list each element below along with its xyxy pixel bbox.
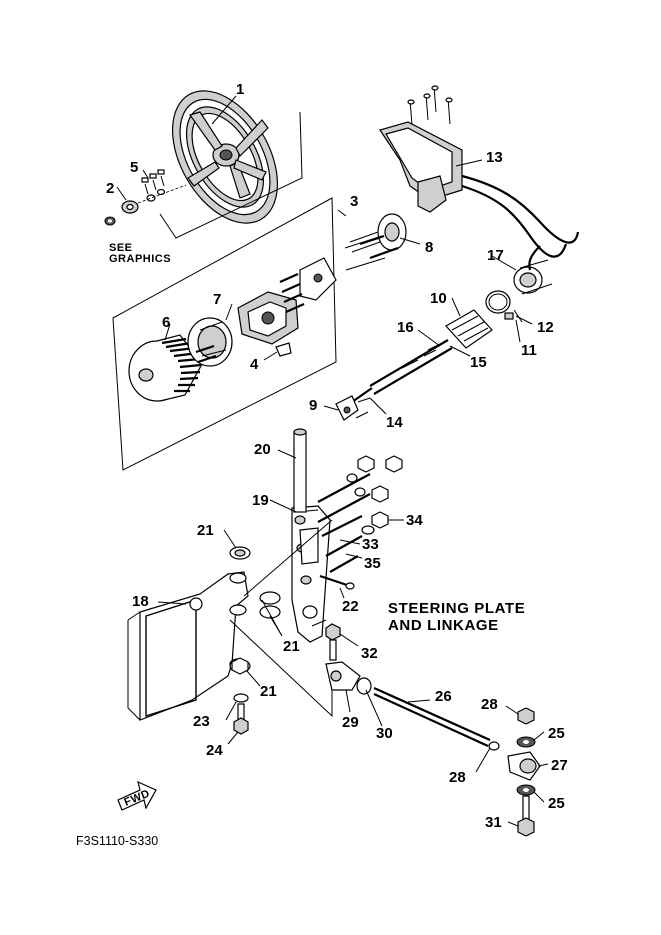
callout-6: 6 (162, 314, 170, 331)
helm-cover (128, 334, 203, 402)
callout-21-middle: 21 (283, 638, 300, 655)
callout-2: 2 (106, 180, 114, 197)
rod-end (325, 661, 372, 695)
callout-30: 30 (376, 725, 393, 742)
callout-16: 16 (397, 319, 414, 336)
steering-wheel (171, 90, 279, 224)
steering-plate (291, 505, 331, 643)
bolt-32 (325, 623, 341, 661)
callout-34: 34 (406, 512, 423, 529)
callout-15: 15 (470, 354, 487, 371)
steering-cable (461, 174, 580, 244)
graphics-decal (104, 216, 116, 226)
helm-assembly-frame (112, 197, 337, 471)
wheel-group-frame (159, 111, 303, 239)
callout-27: 27 (551, 757, 568, 774)
clip (275, 342, 292, 357)
callout-28-bottom: 28 (449, 769, 466, 786)
callout-8: 8 (425, 239, 433, 256)
callout-17: 17 (487, 247, 504, 264)
cable-mount-plate (379, 85, 463, 213)
see-graphics-note-line2: GRAPHICS (109, 253, 171, 265)
callout-35: 35 (364, 555, 381, 572)
callout-32: 32 (361, 645, 378, 662)
diagram-title-line1: STEERING PLATE (388, 600, 525, 617)
cable-end-fitting (335, 395, 371, 421)
callout-23: 23 (193, 713, 210, 730)
callout-29: 29 (342, 714, 359, 731)
helm-mechanism (195, 257, 337, 364)
bolt-22 (319, 574, 351, 588)
callout-9: 9 (309, 397, 317, 414)
studs-and-nuts (317, 455, 403, 573)
fwd-arrow-icon (117, 780, 157, 811)
callout-28-top: 28 (481, 696, 498, 713)
tie-rod (373, 686, 500, 751)
callout-19: 19 (252, 492, 269, 509)
callout-7: 7 (213, 291, 221, 308)
cable-bellows (445, 309, 493, 349)
callout-18: 18 (132, 593, 149, 610)
hose-clamp (485, 290, 523, 323)
callout-10: 10 (430, 290, 447, 307)
callout-4: 4 (250, 356, 259, 373)
callout-21-bottom: 21 (260, 683, 277, 700)
callout-31: 31 (485, 814, 502, 831)
steering-shaft (293, 428, 307, 513)
wheel-nut-and-washers (121, 169, 187, 214)
helm-shaft-mount (344, 213, 407, 271)
leader-lines (116, 95, 549, 827)
callout-22: 22 (342, 598, 359, 615)
ball-joint (507, 707, 541, 837)
steering-cable-lower (461, 184, 568, 258)
callout-25-top: 25 (548, 725, 565, 742)
callout-21-top: 21 (197, 522, 214, 539)
callout-33: 33 (362, 536, 379, 553)
callout-1: 1 (236, 81, 244, 98)
callout-26: 26 (435, 688, 452, 705)
callout-25-bottom: 25 (548, 795, 565, 812)
callout-3: 3 (350, 193, 358, 210)
callout-12: 12 (537, 319, 554, 336)
callout-14: 14 (386, 414, 403, 431)
callout-20: 20 (254, 441, 271, 458)
arm-bolt (233, 693, 249, 735)
see-graphics-note-line1: SEE (109, 242, 133, 254)
drawing-code: F3S1110-S330 (76, 834, 158, 848)
steering-cable-rods (351, 339, 453, 403)
callout-24: 24 (206, 742, 223, 759)
cable-boot (513, 245, 553, 295)
diagram-title-line2: AND LINKAGE (388, 617, 499, 634)
callout-5: 5 (130, 159, 138, 176)
helm-bezel (187, 317, 233, 367)
callout-13: 13 (486, 149, 503, 166)
callout-11: 11 (521, 342, 537, 359)
bushings (229, 546, 281, 675)
